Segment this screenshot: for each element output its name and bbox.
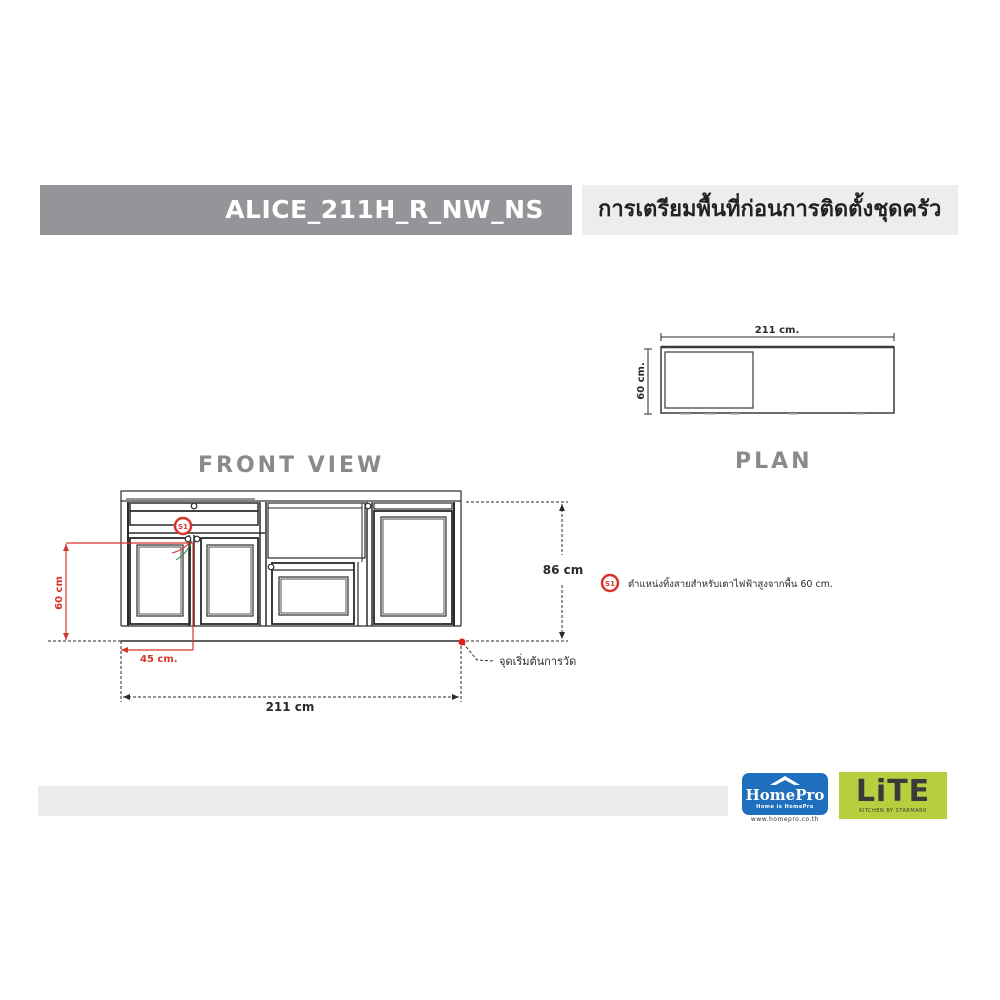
homepro-url: www.homepro.co.th bbox=[750, 816, 820, 823]
model-code: ALICE_211H_R_NW_NS bbox=[225, 195, 544, 224]
homepro-tagline: Home is HomePro bbox=[756, 804, 814, 810]
front-view-label: FRONT VIEW bbox=[198, 453, 385, 478]
homepro-name: HomePro bbox=[745, 786, 825, 804]
lite-tagline: KITCHEN BY STARMARK bbox=[859, 808, 927, 814]
house-roof-inner-icon bbox=[774, 780, 796, 786]
svg-text:S1: S1 bbox=[605, 580, 615, 588]
plan-drawing bbox=[644, 333, 895, 415]
lite-name: LiTE bbox=[855, 774, 931, 809]
outlet-height-dimension: 60 cm bbox=[54, 576, 65, 610]
footer-bar bbox=[38, 786, 728, 816]
svg-text:S1: S1 bbox=[178, 523, 188, 531]
plan-depth-dimension: 60 cm. bbox=[636, 362, 647, 400]
outlet-offset-dimension: 45 cm. bbox=[140, 654, 178, 665]
plan-width-dimension: 211 cm. bbox=[755, 325, 800, 336]
legend-s1-marker: S1 bbox=[600, 573, 620, 593]
page-subtitle: การเตรียมพื้นที่ก่อนการติดตั้งชุดครัว bbox=[598, 197, 942, 222]
plan-view-label: PLAN bbox=[735, 449, 813, 474]
lite-logo: LiTE KITCHEN BY STARMARK bbox=[839, 772, 947, 819]
homepro-logo: HomePro Home is HomePro bbox=[742, 773, 828, 815]
overall-height-dimension: 86 cm bbox=[543, 563, 584, 577]
cabinet-front-drawing bbox=[120, 490, 462, 642]
measure-start-label: จุดเริ่มต้นการวัด bbox=[499, 653, 576, 668]
overall-dimension-lines bbox=[48, 501, 568, 702]
legend-description: ตำแหน่งทิ้งสายสำหรับเตาไฟฟ้าสูงจากพื้น 6… bbox=[628, 577, 833, 590]
model-title-bar: ALICE_211H_R_NW_NS bbox=[40, 185, 572, 235]
subtitle-bar: การเตรียมพื้นที่ก่อนการติดตั้งชุดครัว bbox=[582, 185, 958, 235]
outlet-dimension-lines bbox=[63, 542, 194, 653]
overall-width-dimension: 211 cm bbox=[266, 700, 315, 714]
measure-start-point-icon bbox=[458, 638, 466, 646]
outlet-marker-s1: S1 bbox=[173, 516, 193, 536]
